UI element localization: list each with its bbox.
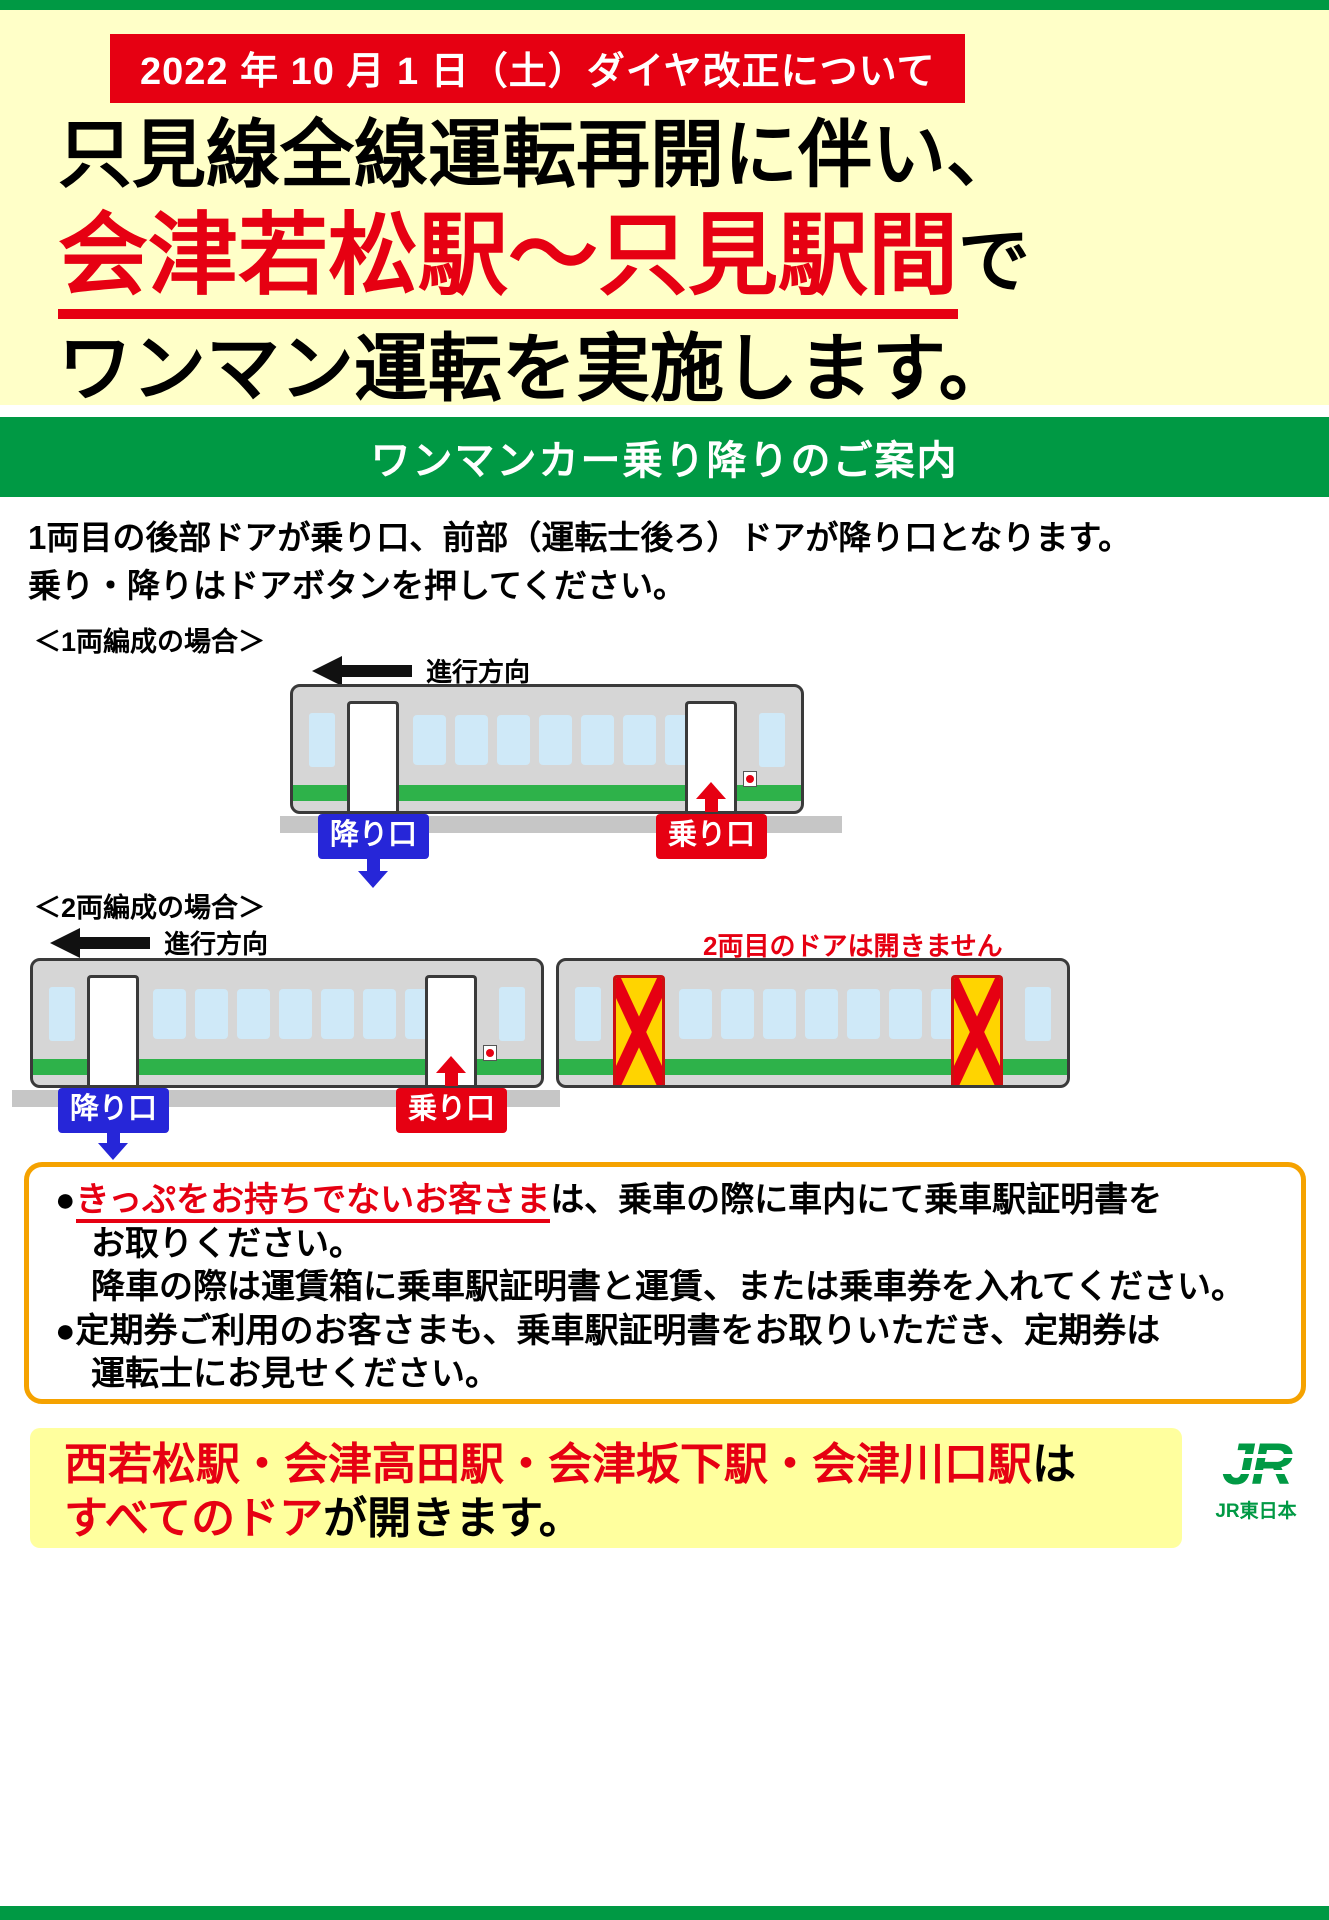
direction-arrow: 進行方向 [312, 652, 530, 689]
train-car-2 [556, 958, 1070, 1088]
bottom-green-strip [0, 1906, 1329, 1920]
car-window [363, 989, 396, 1039]
car-window [805, 989, 838, 1039]
car-windows [679, 989, 964, 1039]
intro-text: 1両目の後部ドアが乗り口、前部（運転士後ろ）ドアが降り口となります。 乗り・降り… [28, 514, 1131, 610]
notice-line: お取りください。 [91, 1224, 363, 1263]
bullet: ● [55, 1311, 76, 1350]
car-window [279, 989, 312, 1039]
jr-logo-icon: JR [1217, 1436, 1295, 1494]
second-car-note: 2両目のドアは開きません [703, 931, 1003, 961]
headline-section-highlight: 会津若松駅～只見駅間 [58, 206, 958, 319]
diagram2-caption: ＜2両編成の場合＞ [34, 893, 266, 923]
exit-door [347, 701, 399, 811]
car-window [623, 715, 656, 765]
stations-line: 西若松駅・会津高田駅・会津坂下駅・会津川口駅は [64, 1438, 1148, 1492]
car-stripe [293, 785, 801, 801]
train-car-1 [30, 958, 544, 1088]
single-car-diagram: 進行方向 降り口 乗り口 [0, 648, 1329, 888]
car-end-window [499, 987, 525, 1041]
exit-label: 降り口 [318, 814, 430, 859]
car-stripe [559, 1059, 1067, 1075]
closed-door [951, 975, 1003, 1085]
bullet: ● [55, 1181, 76, 1219]
intro-line2: 乗り・降りはドアボタンを押してください。 [28, 566, 687, 604]
entrance-label: 乗り口 [656, 814, 768, 859]
car-window [455, 715, 488, 765]
headline-section: 2022 年 10 月 1 日（土）ダイヤ改正について 只見線全線運転再開に伴い… [0, 10, 1329, 410]
diagram1-caption: ＜1両編成の場合＞ [34, 627, 266, 657]
all-doors-line: すべてのドアが開きます。 [64, 1492, 1148, 1546]
headline-line1: 只見線全線運転再開に伴い、 [58, 113, 1020, 196]
car-end-window [309, 713, 335, 767]
down-arrow-icon [98, 1130, 128, 1160]
jr-company-name: JR東日本 [1215, 1501, 1297, 1522]
car-window [497, 715, 530, 765]
exit-label: 降り口 [58, 1088, 170, 1133]
car-window [195, 989, 228, 1039]
headline-suffix: で [958, 221, 1031, 302]
car-windows [413, 715, 698, 765]
left-arrow-icon [312, 655, 412, 686]
car-window [153, 989, 186, 1039]
car-stripe [33, 1059, 541, 1075]
station-names: 西若松駅・会津高田駅・会津坂下駅・会津川口駅 [64, 1440, 1032, 1489]
notice-line: ●きっぷをお持ちでないお客さまは、乗車の際に車内にて乗車駅証明書を [55, 1179, 1275, 1223]
date-banner: 2022 年 10 月 1 日（土）ダイヤ改正について [110, 34, 966, 103]
direction-label: 進行方向 [164, 929, 269, 959]
fare-notice-box: ●きっぷをお持ちでないお客さまは、乗車の際に車内にて乗車駅証明書を お取りくださ… [24, 1162, 1306, 1404]
door-button [743, 771, 757, 787]
car-window [321, 989, 354, 1039]
car-end-window [575, 987, 601, 1041]
car-end-window [49, 987, 75, 1041]
closed-door [613, 975, 665, 1085]
headline-line3: ワンマン運転を実施します。 [58, 326, 1013, 410]
car-window [581, 715, 614, 765]
car-window [721, 989, 754, 1039]
door-button [483, 1045, 497, 1061]
car-window [679, 989, 712, 1039]
stations-suffix: は [1032, 1440, 1076, 1489]
car-window [889, 989, 922, 1039]
exit-door [87, 975, 139, 1085]
car-end-window [759, 713, 785, 767]
direction-arrow: 進行方向 [50, 924, 268, 961]
all-doors-highlight: すべてのドア [64, 1493, 324, 1543]
down-arrow-icon [358, 858, 388, 888]
train-car [290, 684, 804, 814]
top-green-strip [0, 0, 1329, 10]
up-arrow-icon [696, 782, 726, 812]
all-doors-suffix: が開きます。 [323, 1493, 583, 1543]
guide-title: ワンマンカー乗り降りのご案内 [370, 439, 959, 483]
direction-label: 進行方向 [426, 657, 531, 687]
car-end-window [1025, 987, 1051, 1041]
up-arrow-icon [436, 1056, 466, 1086]
notice-line: ●定期券ご利用のお客さまも、乗車駅証明書をお取りいただき、定期券は [55, 1310, 1275, 1354]
jr-east-logo: JR JR東日本 [1198, 1436, 1314, 1523]
notice-text: 定期券ご利用のお客さまも、乗車駅証明書をお取りいただき、定期券は [75, 1311, 1161, 1350]
intro-line1: 1両目の後部ドアが乗り口、前部（運転士後ろ）ドアが降り口となります。 [28, 519, 1132, 556]
guide-title-band: ワンマンカー乗り降りのご案内 [0, 417, 1329, 497]
car-window [763, 989, 796, 1039]
logo-stripe [1217, 1470, 1295, 1474]
jr-mark-text: JR [1221, 1432, 1293, 1497]
notice-text: は、乗車の際に車内にて乗車駅証明書を [550, 1181, 1163, 1219]
logo-stripe [1217, 1454, 1295, 1458]
two-car-diagram: 進行方向 2両目のドアは開きません [0, 918, 1329, 1164]
car-window [847, 989, 880, 1039]
entrance-door [685, 701, 737, 811]
all-doors-open-box: 西若松駅・会津高田駅・会津坂下駅・会津川口駅は すべてのドアが開きます。 [30, 1428, 1182, 1548]
headline-line2: 会津若松駅～只見駅間で [58, 202, 1329, 319]
entrance-label: 乗り口 [396, 1088, 508, 1133]
notice-line: 運転士にお見せください。 [91, 1355, 499, 1394]
car-window [539, 715, 572, 765]
left-arrow-icon [50, 927, 150, 958]
notice-line: 降車の際は運賃箱に乗車駅証明書と運賃、または乗車券を入れてください。 [91, 1268, 1245, 1307]
car-window [413, 715, 446, 765]
car-window [237, 989, 270, 1039]
car-windows [153, 989, 438, 1039]
notice-highlight: きっぷをお持ちでないお客さま [75, 1181, 551, 1223]
